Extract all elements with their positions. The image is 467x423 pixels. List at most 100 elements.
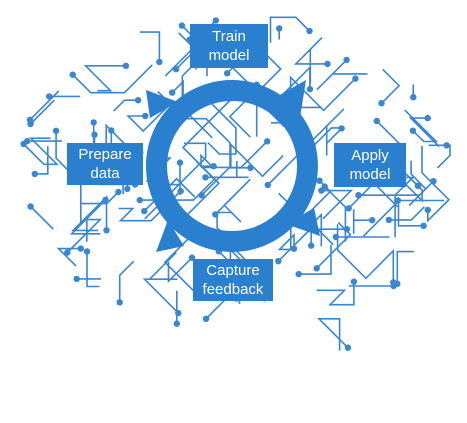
circuit-trace <box>23 137 59 166</box>
circuit-node <box>46 93 53 100</box>
circuit-trace <box>205 161 249 179</box>
circuit-node <box>31 170 38 178</box>
circuit-node <box>177 187 184 195</box>
circuit-trace <box>56 247 81 267</box>
circuit-node <box>102 196 109 204</box>
circuit-node <box>52 127 60 134</box>
circuit-node <box>212 17 219 24</box>
circuit-trace <box>269 16 311 43</box>
circuit-trace <box>321 189 354 220</box>
circuit-node <box>276 25 283 32</box>
circuit-trace <box>71 195 108 232</box>
circuit-node <box>352 75 359 82</box>
cycle-arrow-right-bottom <box>286 208 320 236</box>
circuit-node <box>247 164 254 171</box>
circuit-node <box>420 222 427 229</box>
apply-model-label: Apply model <box>334 143 406 187</box>
circuit-node <box>73 275 80 283</box>
circuit-trace <box>83 65 126 92</box>
circuit-trace <box>317 317 349 351</box>
circuit-node <box>26 116 34 124</box>
circuit-node <box>443 142 450 149</box>
circuit-trace <box>336 224 395 283</box>
circuit-node <box>141 207 148 215</box>
circuit-node <box>424 114 431 122</box>
circuit-trace <box>408 160 435 207</box>
circuit-node <box>69 71 76 78</box>
circuit-node <box>414 182 422 189</box>
circuit-node <box>308 242 315 249</box>
circuit-node <box>202 315 210 322</box>
circuit-trace <box>214 178 251 223</box>
circuit-node <box>136 196 143 204</box>
circuit-node <box>350 278 358 285</box>
circuit-node <box>295 270 302 278</box>
circuit-node <box>64 249 71 256</box>
circuit-node <box>122 62 130 69</box>
circuit-node <box>108 127 115 134</box>
circuit-trace <box>69 199 107 235</box>
circuit-node <box>318 187 325 194</box>
circuit-node <box>198 192 205 199</box>
circuit-node <box>324 60 331 68</box>
circuit-trace <box>277 227 295 251</box>
circuit-node <box>409 127 417 134</box>
circuit-node <box>77 245 85 252</box>
circuit-node <box>355 192 362 199</box>
circuit-trace <box>380 68 401 104</box>
circuit-node <box>175 309 182 317</box>
circuit-trace <box>408 117 440 148</box>
circuit-trace <box>140 31 161 62</box>
circuit-trace <box>396 250 414 284</box>
circuit-trace <box>34 146 49 175</box>
cycle-arrow-bottom-left <box>156 220 184 252</box>
circuit-node <box>224 70 231 77</box>
circuit-node <box>210 163 217 170</box>
circuit-trace <box>167 257 193 284</box>
cycle-ring <box>145 80 320 252</box>
circuit-trace <box>316 281 355 306</box>
circuit-trace <box>29 99 55 125</box>
circuit-node <box>212 211 219 218</box>
circuit-node <box>390 282 397 290</box>
circuit-node <box>345 205 352 212</box>
circuit-trace <box>316 221 352 269</box>
circuit-trace <box>72 64 153 94</box>
prepare-data-label: Prepare data <box>67 143 143 185</box>
circuit-trace <box>376 120 403 146</box>
circuit-node <box>176 159 184 166</box>
circuit-node <box>316 177 323 184</box>
circuit-trace <box>421 145 451 223</box>
train-model-label: Train model <box>190 24 268 68</box>
capture-feedback-label: Capture feedback <box>193 259 273 301</box>
circuit-node <box>275 258 282 265</box>
circuit-node <box>343 226 351 233</box>
circuit-node <box>343 56 350 64</box>
circuit-node <box>202 174 209 181</box>
circuit-node <box>172 66 180 73</box>
circuit-trace <box>293 37 328 84</box>
circuit-trace <box>316 59 368 91</box>
circuit-node <box>27 203 34 210</box>
circuit-node <box>116 299 123 306</box>
circuit-node <box>424 206 431 214</box>
circuit-node <box>124 185 131 193</box>
circuit-node <box>156 58 163 66</box>
circuit-node <box>394 197 402 204</box>
circuit-trace <box>404 109 439 143</box>
circuit-trace <box>86 251 100 288</box>
circuit-node <box>91 131 98 138</box>
circuit-node <box>378 100 385 107</box>
circuit-trace <box>80 191 119 205</box>
circuit-node <box>290 245 298 252</box>
circuit-node <box>373 117 380 125</box>
circuit-node <box>83 248 91 255</box>
circuit-node <box>142 112 149 120</box>
circuit-node <box>169 89 176 96</box>
circuit-trace <box>181 89 241 219</box>
circuit-trace <box>203 95 237 155</box>
circuit-node <box>313 265 320 272</box>
circuit-node <box>306 85 314 93</box>
circuit-trace <box>118 260 135 303</box>
circuit-trace <box>362 199 424 237</box>
